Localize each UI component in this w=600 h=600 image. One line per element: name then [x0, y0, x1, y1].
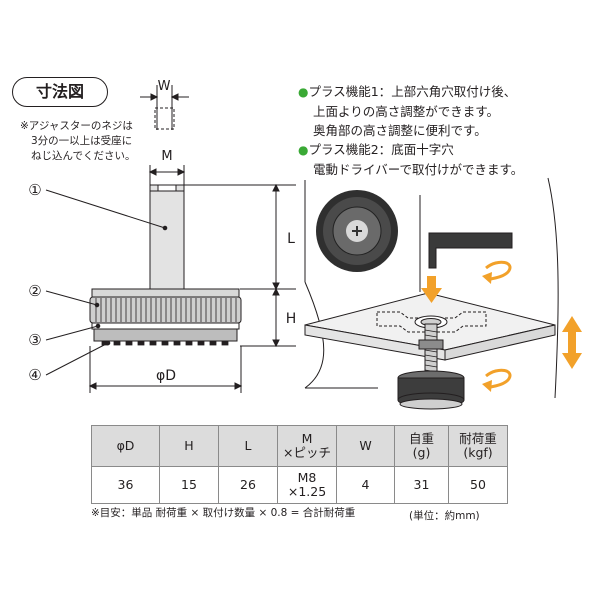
table-header-row: φD H L M×ピッチ W 自重(g) 耐荷重(kgf)	[91, 425, 508, 467]
bullet-icon: ●	[298, 85, 309, 99]
table-header-cell: H	[159, 425, 219, 467]
dim-d-label: φD	[156, 368, 176, 384]
part-number: ①	[28, 181, 41, 199]
part-number: ②	[28, 282, 41, 300]
part-number: ③	[28, 331, 41, 349]
table-cell: 4	[336, 466, 395, 504]
arrow-icon	[421, 276, 582, 369]
table-cell: 26	[218, 466, 278, 504]
bullet-icon: ●	[298, 143, 309, 157]
thread-note-line: ねじ込んでください。	[31, 150, 136, 162]
thread-note-line: ※アジャスターのネジは	[20, 120, 133, 132]
dim-w-label: W	[158, 79, 171, 94]
dim-h-label: H	[286, 311, 297, 327]
feature-line: 上面よりの高さ調整ができます。	[313, 104, 500, 119]
table-header-cell: M×ピッチ	[277, 425, 337, 467]
feature-line: 電動ドライバーで取付けができます。	[313, 162, 524, 177]
feature-line: プラス機能2：底面十字穴	[308, 142, 454, 157]
load-note: ※目安：単品 耐荷重 × 取付け数量 × 0.8 = 合計耐荷重	[91, 507, 356, 519]
page-title: 寸法図	[12, 77, 108, 107]
table-cell: 50	[448, 466, 508, 504]
table-cell: M8×1.25	[277, 466, 337, 504]
part-number: ④	[28, 366, 41, 384]
rotate-arrow-icon	[485, 368, 512, 390]
table-header-cell: L	[218, 425, 278, 467]
spec-table: φD H L M×ピッチ W 自重(g) 耐荷重(kgf) 36 15 26 M…	[91, 425, 508, 504]
rotate-arrow-icon	[485, 260, 512, 282]
feature-line: 奥角部の高さ調整に便利です。	[313, 123, 487, 138]
thread-note: ※アジャスターのネジは 3分の一以上は受座に ねじ込んでください。	[20, 119, 145, 164]
dim-l-label: L	[287, 231, 295, 247]
feature-line: プラス機能1：上部六角穴取付け後、	[308, 84, 517, 99]
thread-note-line: 3分の一以上は受座に	[31, 135, 133, 147]
table-header-cell: W	[336, 425, 395, 467]
table-cell: 15	[159, 466, 219, 504]
unit-note: (単位：約mm)	[409, 510, 480, 522]
table-row: 36 15 26 M8×1.25 4 31 50	[91, 466, 508, 504]
bottom-photo	[310, 186, 415, 274]
table-header-cell: 耐荷重(kgf)	[448, 425, 508, 467]
table-cell: 31	[394, 466, 449, 504]
table-cell: 36	[91, 466, 160, 504]
feature-1-text: ●プラス機能1：上部六角穴取付け後、 上面よりの高さ調整ができます。 奥角部の高…	[298, 82, 523, 179]
table-header-cell: φD	[91, 425, 160, 467]
dim-m-label: M	[161, 149, 172, 164]
table-header-cell: 自重(g)	[394, 425, 449, 467]
